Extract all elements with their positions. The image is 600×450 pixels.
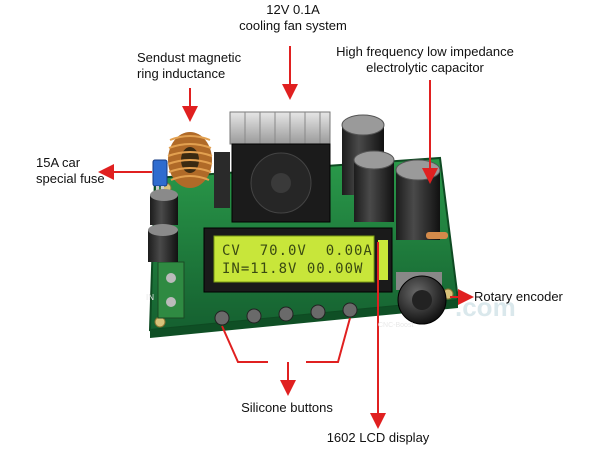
large-capacitor-3 bbox=[395, 159, 441, 240]
label-capacitor-line-1: High frequency low impedance bbox=[336, 44, 514, 59]
label-fan-line-1: 12V 0.1A bbox=[266, 2, 320, 17]
silicone-buttons bbox=[214, 302, 358, 326]
label-fuse: 15A car special fuse bbox=[36, 155, 105, 187]
label-inductor-line-2: ring inductance bbox=[137, 66, 226, 81]
label-buttons: Silicone buttons bbox=[241, 400, 333, 415]
label-capacitor-line-2: electrolytic capacitor bbox=[366, 60, 484, 75]
ring-inductor bbox=[167, 132, 213, 188]
silicone-button-2 bbox=[246, 308, 262, 324]
rotary-encoder bbox=[396, 272, 447, 325]
silicone-button-4 bbox=[310, 304, 326, 320]
lcd-module bbox=[203, 227, 393, 293]
label-encoder: Rotary encoder bbox=[474, 289, 563, 304]
board-mark-model: CNC-Boost bbox=[378, 322, 414, 329]
label-fuse-line-2: special fuse bbox=[36, 171, 105, 186]
input-terminal-block bbox=[157, 261, 185, 319]
board-mark-in: IN bbox=[146, 293, 154, 302]
cooling-fan bbox=[214, 111, 331, 223]
small-capacitor-1 bbox=[150, 189, 178, 225]
label-inductor: Sendust magnetic ring inductance bbox=[137, 50, 241, 82]
small-capacitor-2 bbox=[148, 224, 178, 262]
lcd-line-2: IN=11.8V 00.00W bbox=[222, 261, 364, 277]
label-fan: 12V 0.1A cooling fan system bbox=[228, 2, 358, 34]
silicone-button-1 bbox=[214, 310, 230, 326]
label-fan-line-2: cooling fan system bbox=[239, 18, 347, 33]
label-capacitor: High frequency low impedance electrolyti… bbox=[330, 44, 520, 76]
label-lcd: 1602 LCD display bbox=[326, 430, 430, 445]
label-inductor-line-1: Sendust magnetic bbox=[137, 50, 242, 65]
silicone-button-5 bbox=[342, 302, 358, 318]
car-fuse bbox=[152, 159, 168, 192]
silicone-button-3 bbox=[278, 306, 294, 322]
arrow-buttons bbox=[221, 325, 268, 363]
watermark: .com bbox=[455, 292, 516, 322]
large-capacitor-2 bbox=[353, 150, 395, 222]
callout-arrows bbox=[98, 46, 474, 429]
label-fuse-line-1: 15A car bbox=[36, 155, 81, 170]
resistor bbox=[426, 232, 448, 239]
lcd-line-1: CV 70.0V 0.00A bbox=[222, 243, 373, 259]
